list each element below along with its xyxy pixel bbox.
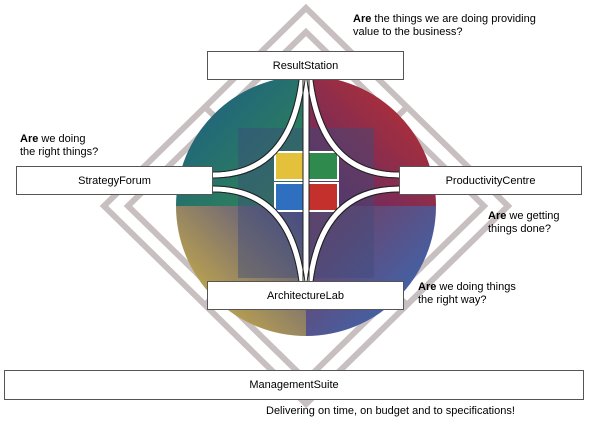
center-squares	[274, 151, 339, 212]
question-top-right: Are the things we are doing providing va…	[353, 13, 536, 38]
architecture-lab-box: ArchitectureLab	[207, 281, 404, 310]
question-left: Are we doing the right things?	[20, 133, 99, 158]
strategy-forum-label: StrategyForum	[78, 174, 151, 187]
footer-tagline: Delivering on time, on budget and to spe…	[266, 405, 515, 417]
strategy-forum-box: StrategyForum	[16, 166, 213, 195]
connector-curves	[212, 79, 400, 283]
question-bottom-right: Are we doing things the right way?	[418, 281, 516, 306]
result-station-label: ResultStation	[272, 59, 339, 72]
result-station-box: ResultStation	[207, 51, 404, 80]
architecture-lab-label: ArchitectureLab	[266, 289, 345, 302]
management-suite-label: ManagementSuite	[249, 379, 339, 391]
productivity-centre-label: ProductivityCentre	[445, 174, 536, 187]
management-suite-box: ManagementSuite	[4, 370, 584, 400]
productivity-centre-box: ProductivityCentre	[399, 166, 582, 195]
question-right: Are we getting things done?	[488, 210, 560, 235]
connector-curves-outline	[212, 79, 400, 283]
